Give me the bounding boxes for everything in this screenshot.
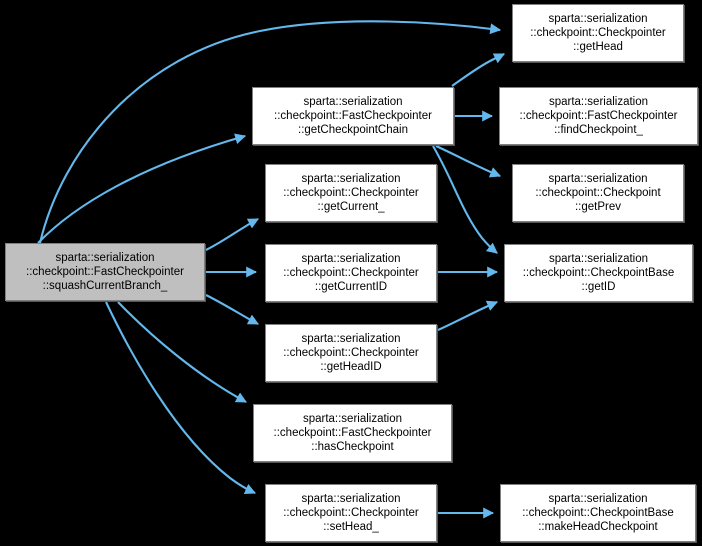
node-label-line3: ::makeHeadCheckpoint	[538, 521, 658, 534]
node-label-line3: ::getHeadID	[320, 361, 382, 374]
edge-squash-to-setHead	[105, 301, 256, 494]
edge-chain-to-getID	[432, 145, 498, 254]
node-label-line2: ::checkpoint::FastCheckpointer	[519, 109, 678, 122]
node-label-line1: sparta::serialization	[548, 252, 649, 265]
node-getHeadID[interactable]: sparta::serialization ::checkpoint::Chec…	[265, 324, 437, 382]
node-label-line2: ::checkpoint::FastCheckpointer	[273, 426, 432, 439]
node-squashCurrentBranch[interactable]: sparta::serialization ::checkpoint::Fast…	[5, 243, 205, 301]
node-label-line3: ::setHead_	[323, 521, 379, 534]
node-label-line2: ::checkpoint::Checkpoint	[535, 186, 661, 199]
node-label-line1: sparta::serialization	[302, 412, 403, 425]
node-label-line3: ::hasCheckpoint	[311, 441, 394, 454]
node-label-line2: ::checkpoint::Checkpointer	[283, 346, 419, 359]
node-label-line2: ::checkpoint::Checkpointer	[283, 186, 419, 199]
node-getHead[interactable]: sparta::serialization ::checkpoint::Chec…	[512, 4, 684, 62]
node-findCheckpoint[interactable]: sparta::serialization ::checkpoint::Fast…	[499, 87, 698, 145]
node-label-line1: sparta::serialization	[548, 172, 648, 185]
node-label-line1: sparta::serialization	[301, 252, 401, 265]
node-label-line1: sparta::serialization	[55, 251, 155, 264]
node-label-line3: ::findCheckpoint_	[554, 124, 643, 137]
node-label-line1: sparta::serialization	[548, 12, 648, 25]
node-label-line1: sparta::serialization	[301, 172, 401, 185]
edge-chain-to-getPrev	[435, 145, 502, 178]
node-label-line1: sparta::serialization	[548, 95, 649, 108]
node-label-line3: ::getHead	[573, 41, 623, 54]
node-label-line3: ::getCheckpointChain	[298, 124, 408, 137]
node-label-line3: ::squashCurrentBranch_	[42, 280, 168, 293]
node-label-line3: ::getCurrent_	[317, 201, 385, 214]
node-label-line2: ::checkpoint::Checkpointer	[283, 506, 419, 519]
edge-getHeadID-to-getID	[437, 300, 499, 331]
node-getPrev[interactable]: sparta::serialization ::checkpoint::Chec…	[512, 164, 684, 222]
node-label-line1: sparta::serialization	[303, 95, 403, 108]
node-label-line2: ::checkpoint::CheckpointBase	[522, 266, 675, 279]
node-label-line1: sparta::serialization	[301, 492, 401, 505]
node-getCurrentID[interactable]: sparta::serialization ::checkpoint::Chec…	[265, 244, 437, 302]
node-label-line3: ::getPrev	[574, 201, 622, 214]
node-getCheckpointChain[interactable]: sparta::serialization ::checkpoint::Fast…	[252, 87, 454, 145]
node-label-line3: ::getID	[581, 281, 616, 294]
node-label-line1: sparta::serialization	[301, 332, 401, 345]
node-setHead[interactable]: sparta::serialization ::checkpoint::Chec…	[265, 484, 437, 542]
edge-squash-to-getCurrent	[205, 218, 259, 251]
edge-squash-to-getCheckpointChain	[37, 133, 247, 244]
node-getCurrent[interactable]: sparta::serialization ::checkpoint::Chec…	[265, 164, 437, 222]
node-label-line2: ::checkpoint::Checkpointer	[283, 266, 419, 279]
edge-squash-to-getHeadID	[205, 294, 259, 325]
node-label-line2: ::checkpoint::Checkpointer	[530, 26, 666, 39]
node-label-line2: ::checkpoint::CheckpointBase	[522, 506, 674, 519]
node-getID[interactable]: sparta::serialization ::checkpoint::Chec…	[504, 244, 693, 302]
node-label-line3: ::getCurrentID	[314, 281, 388, 294]
node-makeHeadCheckpoint[interactable]: sparta::serialization ::checkpoint::Chec…	[500, 484, 696, 542]
node-label-line1: sparta::serialization	[548, 492, 648, 505]
node-label-line2: ::checkpoint::FastCheckpointer	[274, 109, 432, 122]
edge-squash-to-hasCheckpoint	[117, 301, 247, 403]
node-hasCheckpoint[interactable]: sparta::serialization ::checkpoint::Fast…	[253, 404, 452, 462]
node-label-line2: ::checkpoint::FastCheckpointer	[26, 265, 184, 278]
edge-chain-to-getHead	[451, 53, 505, 87]
